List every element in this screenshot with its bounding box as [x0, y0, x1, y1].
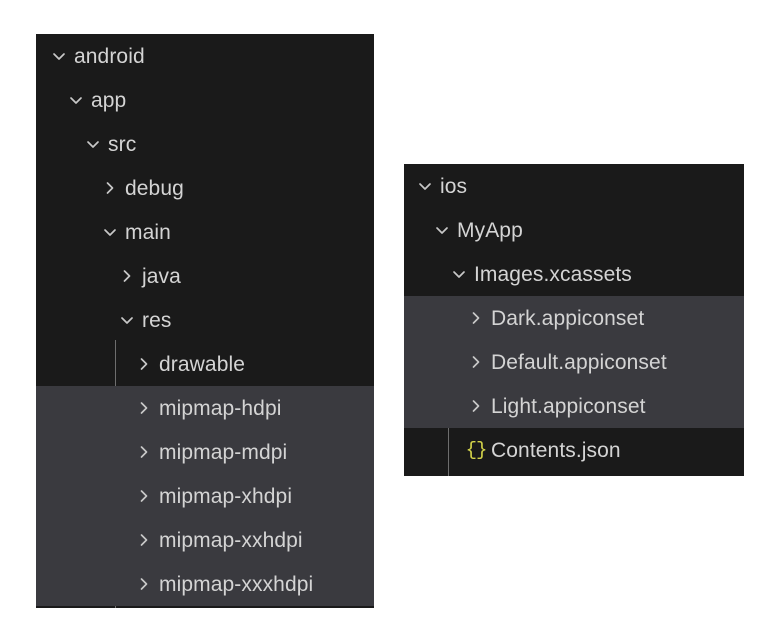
chevron-right-icon[interactable] [99, 177, 121, 199]
chevron-right-icon[interactable] [465, 351, 487, 373]
tree-row-label: ios [440, 174, 468, 198]
tree-row-label: Default.appiconset [491, 350, 667, 374]
chevron-right-icon[interactable] [133, 441, 155, 463]
tree-row-label: Dark.appiconset [491, 306, 645, 330]
chevron-right-icon[interactable] [465, 307, 487, 329]
android-file-tree-panel: android app src debug main java res drawable mip… [36, 34, 374, 608]
tree-row[interactable]: src [36, 122, 374, 166]
tree-row-label: debug [125, 176, 184, 200]
tree-row[interactable]: Default.appiconset [404, 340, 744, 384]
tree-row[interactable]: mipmap-xhdpi [36, 474, 374, 518]
tree-row-label: src [108, 132, 137, 156]
tree-row-label: Contents.json [491, 438, 621, 462]
chevron-down-icon[interactable] [414, 175, 436, 197]
tree-row-label: mipmap-xxxhdpi [159, 572, 314, 596]
tree-row[interactable]: mipmap-xxhdpi [36, 518, 374, 562]
tree-row-label: mipmap-hdpi [159, 396, 282, 420]
chevron-right-icon[interactable] [116, 265, 138, 287]
tree-row[interactable]: main [36, 210, 374, 254]
chevron-down-icon[interactable] [48, 45, 70, 67]
tree-row-label: Images.xcassets [474, 262, 632, 286]
chevron-right-icon[interactable] [133, 397, 155, 419]
tree-row[interactable]: java [36, 254, 374, 298]
chevron-right-icon[interactable] [133, 353, 155, 375]
android-tree-row-list: android app src debug main java res drawable mip… [36, 34, 374, 606]
chevron-down-icon[interactable] [82, 133, 104, 155]
tree-row[interactable]: ios [404, 164, 744, 208]
tree-row[interactable]: Dark.appiconset [404, 296, 744, 340]
tree-row[interactable]: mipmap-xxxhdpi [36, 562, 374, 606]
chevron-down-icon[interactable] [431, 219, 453, 241]
chevron-down-icon[interactable] [448, 263, 470, 285]
chevron-right-icon[interactable] [133, 573, 155, 595]
tree-row[interactable]: MyApp [404, 208, 744, 252]
tree-row-label: main [125, 220, 171, 244]
chevron-right-icon[interactable] [465, 395, 487, 417]
tree-row-label: mipmap-mdpi [159, 440, 288, 464]
chevron-down-icon[interactable] [116, 309, 138, 331]
chevron-down-icon[interactable] [65, 89, 87, 111]
tree-row-label: drawable [159, 352, 246, 376]
tree-row-label: android [74, 44, 145, 68]
chevron-down-icon[interactable] [99, 221, 121, 243]
tree-row[interactable]: Light.appiconset [404, 384, 744, 428]
tree-row-label: mipmap-xxhdpi [159, 528, 303, 552]
tree-row[interactable]: {}Contents.json [404, 428, 744, 472]
tree-row-label: MyApp [457, 218, 523, 242]
tree-row-label: res [142, 308, 172, 332]
chevron-right-icon[interactable] [133, 485, 155, 507]
tree-row-label: app [91, 88, 127, 112]
tree-row[interactable]: mipmap-hdpi [36, 386, 374, 430]
tree-row[interactable]: drawable [36, 342, 374, 386]
tree-row-label: mipmap-xhdpi [159, 484, 293, 508]
tree-row[interactable]: android [36, 34, 374, 78]
tree-row-label: java [142, 264, 181, 288]
chevron-right-icon[interactable] [133, 529, 155, 551]
tree-row[interactable]: mipmap-mdpi [36, 430, 374, 474]
tree-row[interactable]: res [36, 298, 374, 342]
tree-row-label: Light.appiconset [491, 394, 646, 418]
json-braces-icon: {} [465, 438, 488, 461]
tree-row[interactable]: Images.xcassets [404, 252, 744, 296]
tree-row[interactable]: debug [36, 166, 374, 210]
tree-row[interactable]: app [36, 78, 374, 122]
